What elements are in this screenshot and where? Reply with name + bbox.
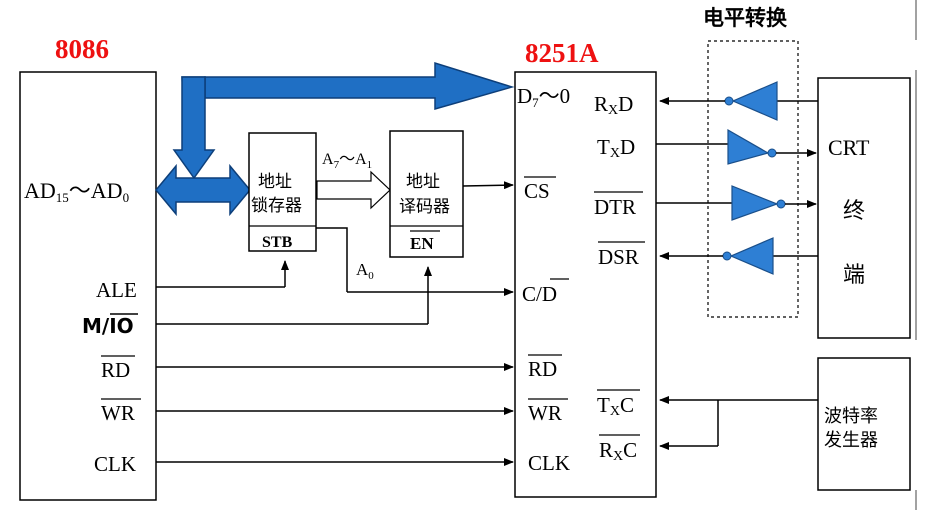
data-bus-down-arrow <box>172 76 216 180</box>
cpu-pin-ad-bus: AD15～AD0 <box>24 178 129 205</box>
rxd-buffer-icon <box>731 81 778 121</box>
usart-pin-dsr: DSR <box>598 245 639 269</box>
latch-label-line2: 锁存器 <box>251 196 302 216</box>
crt-terminal-block <box>817 77 911 339</box>
addr-a0-label: A0 <box>356 260 374 282</box>
address-decoder-block <box>389 130 464 258</box>
usart-pin-rd: RD <box>528 357 557 381</box>
usart-8251a-block <box>514 71 657 498</box>
usart-pin-cs: CS <box>524 179 550 203</box>
bidirectional-bus-arrow <box>155 163 251 217</box>
terminal-label-2: 端 <box>843 263 865 288</box>
baud-label-line1: 波特率 <box>824 406 878 427</box>
terminal-label-1: 终 <box>843 199 865 224</box>
usart-pin-dtr: DTR <box>594 195 636 219</box>
usart-pin-clk: CLK <box>528 451 570 475</box>
cpu-pin-wr: WR <box>101 401 135 425</box>
cpu-8086-block <box>19 71 157 501</box>
cpu-pin-mio: M/IO <box>82 314 134 338</box>
level-shift-box <box>707 40 799 318</box>
latch-label-line1: 地址 <box>258 172 292 192</box>
decoder-label-line1: 地址 <box>406 172 440 192</box>
data-bus-arrow-to-8251 <box>204 61 515 110</box>
usart-pin-wr: WR <box>528 401 562 425</box>
usart-pin-data-bus: D7～0 <box>517 84 570 110</box>
cpu-pin-rd: RD <box>101 358 130 382</box>
decoder-to-cs-arrow <box>462 181 514 190</box>
dtr-buffer-icon <box>731 185 779 221</box>
usart-pin-rxc: RXC <box>599 438 637 464</box>
addr-bus-a7-a1-label: A7～A1 <box>322 151 372 171</box>
usart-pin-txd: TXD <box>597 135 635 161</box>
dsr-buffer-bubble <box>722 251 732 261</box>
cpu-pin-clk: CLK <box>94 452 136 476</box>
decoder-label-line2: 译码器 <box>399 197 450 217</box>
baud-generator-block <box>817 357 911 491</box>
dtr-buffer-bubble <box>776 199 786 209</box>
level-shift-title: 电平转换 <box>703 6 788 30</box>
decoder-en-label: EN <box>410 234 434 253</box>
crt-label: CRT <box>828 135 870 160</box>
baud-label-line2: 发生器 <box>824 430 878 451</box>
usart-pin-txc: TXC <box>597 393 634 419</box>
address-latch-block <box>248 132 317 252</box>
usart-pin-rxd: RXD <box>594 92 633 118</box>
usart-title: 8251A <box>525 38 599 68</box>
usart-pin-cd: C/D <box>522 282 557 306</box>
txd-buffer-icon <box>727 128 770 165</box>
txd-buffer-bubble <box>767 148 777 158</box>
cpu-pin-ale: ALE <box>96 278 137 302</box>
latch-stb-label: STB <box>262 234 293 251</box>
a0-wire-down <box>316 227 348 292</box>
dsr-buffer-icon <box>729 237 774 275</box>
rxd-buffer-bubble <box>724 96 734 106</box>
cpu-title: 8086 <box>55 34 109 64</box>
addr-a7-a1-hollow-arrow <box>316 170 391 210</box>
